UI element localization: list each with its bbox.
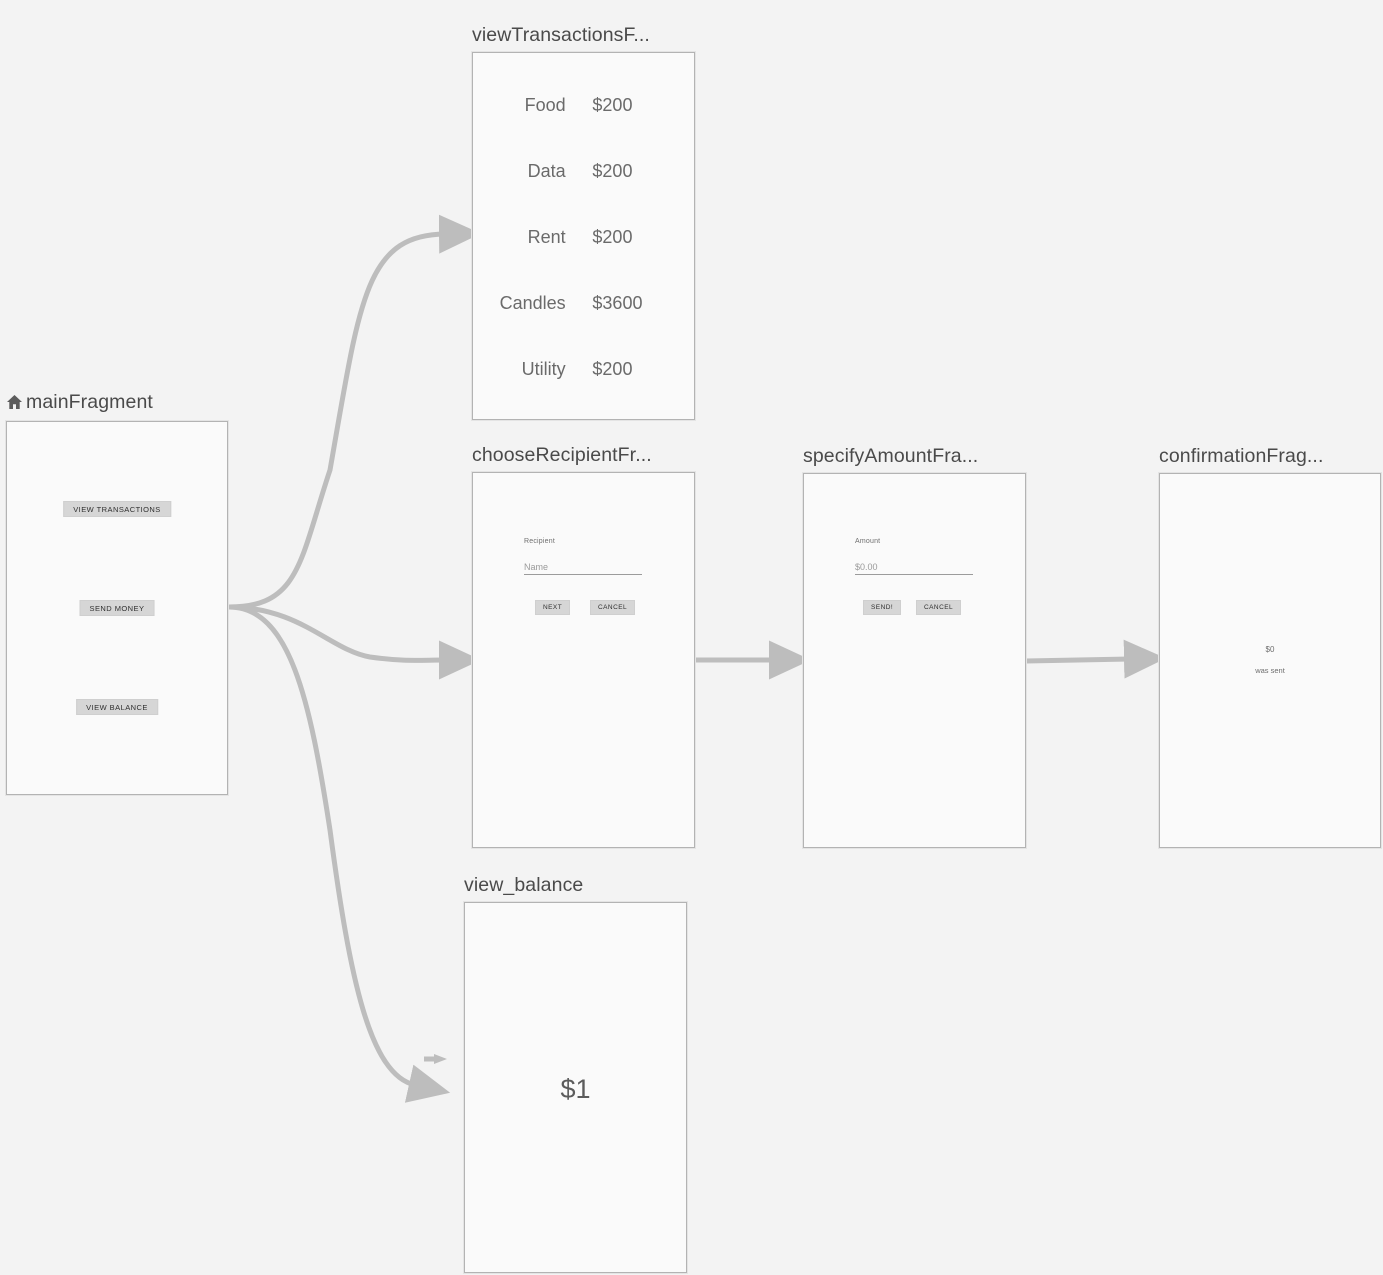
recipient-name-input[interactable]: Name — [524, 562, 642, 575]
next-button[interactable]: NEXT — [535, 600, 571, 615]
edge-main-to-view-transactions — [226, 214, 481, 610]
destination-choose-recipient-fragment[interactable]: chooseRecipientFr... Recipient Name NEXT… — [472, 444, 695, 848]
button-send-money[interactable]: SEND MONEY — [79, 600, 155, 616]
transaction-name: Utility — [521, 359, 566, 379]
destination-main-fragment[interactable]: mainFragment VIEW TRANSACTIONS SEND MONE… — [6, 391, 228, 795]
transaction-name: Food — [524, 95, 566, 115]
amount-field-label: Amount — [855, 538, 881, 545]
transaction-amount: $200 — [592, 95, 633, 115]
transaction-name: Candles — [499, 293, 566, 313]
balance-amount: $1 — [560, 1074, 591, 1104]
transaction-row: Rent $200 — [472, 227, 695, 247]
transaction-amount: $200 — [592, 359, 633, 379]
destination-confirmation-fragment[interactable]: confirmationFrag... $0 was sent — [1159, 445, 1381, 848]
edge-main-to-choose-recipient — [226, 604, 481, 680]
transaction-amount: $200 — [592, 161, 633, 181]
transaction-amount: $3600 — [592, 293, 643, 313]
destination-label-main-fragment: mainFragment — [6, 391, 153, 416]
destination-label-view-transactions: viewTransactionsF... — [472, 24, 650, 46]
destination-label-confirmation: confirmationFrag... — [1159, 445, 1324, 467]
edge-main-to-view-balance-secondary — [424, 1054, 447, 1064]
destination-label-choose-recipient: chooseRecipientFr... — [472, 444, 652, 466]
home-icon — [6, 393, 23, 416]
send-button[interactable]: SEND! — [863, 600, 902, 615]
destination-view-transactions-fragment[interactable]: viewTransactionsF... Food $200 Data $200… — [472, 24, 695, 420]
frame-choose-recipient — [472, 472, 695, 848]
confirmation-amount: $0 — [1265, 645, 1275, 654]
frame-view-balance — [464, 902, 687, 1273]
frame-confirmation — [1159, 473, 1381, 848]
destination-specify-amount-fragment[interactable]: specifyAmountFra... Amount $0.00 SEND! C… — [803, 445, 1026, 848]
transaction-row: Utility $200 — [472, 359, 695, 379]
recipient-field-label: Recipient — [524, 538, 555, 545]
button-view-balance[interactable]: VIEW BALANCE — [76, 699, 158, 715]
destination-label-specify-amount: specifyAmountFra... — [803, 445, 979, 467]
transaction-amount: $200 — [592, 227, 633, 247]
frame-specify-amount — [803, 473, 1026, 848]
frame-view-transactions — [472, 52, 695, 420]
edge-main-to-view-balance — [226, 604, 451, 1103]
transaction-row: Data $200 — [472, 161, 695, 181]
button-view-transactions[interactable]: VIEW TRANSACTIONS — [63, 501, 171, 517]
edge-specify-amount-to-confirmation — [1023, 639, 1166, 679]
cancel-button[interactable]: CANCEL — [916, 600, 962, 615]
cancel-button[interactable]: CANCEL — [590, 600, 636, 615]
destination-label-view-balance: view_balance — [464, 874, 584, 896]
transaction-row: Candles $3600 — [472, 293, 695, 313]
destination-view-balance[interactable]: view_balance $1 — [464, 874, 687, 1273]
amount-input[interactable]: $0.00 — [855, 562, 973, 575]
confirmation-message: was sent — [1255, 666, 1285, 675]
destination-label-text-main-fragment: mainFragment — [26, 391, 153, 413]
transaction-name: Rent — [527, 227, 566, 247]
transaction-row: Food $200 — [472, 95, 695, 115]
transaction-name: Data — [527, 161, 566, 181]
